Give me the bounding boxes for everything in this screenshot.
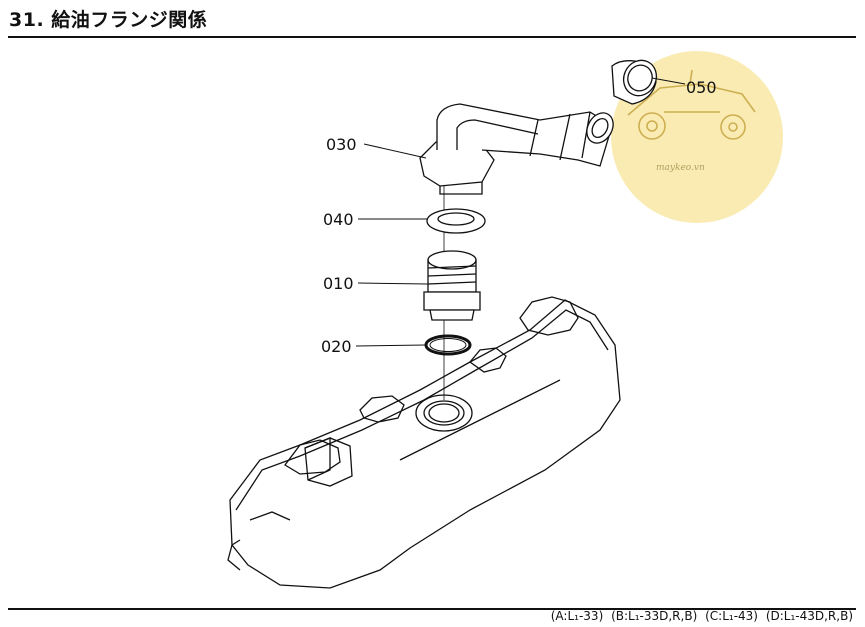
leader-lines	[355, 77, 686, 347]
page-title: 31. 給油フランジ関係	[9, 9, 208, 31]
part-label-020: 020	[321, 337, 352, 356]
footer-divider	[8, 608, 856, 610]
part-020-o-ring	[424, 334, 472, 356]
part-040-washer	[426, 208, 486, 234]
part-label-050: 050	[686, 78, 717, 97]
part-050-cap	[611, 59, 658, 105]
head-cover	[227, 296, 621, 589]
model-d: (D:L₁-43D,R,B)	[765, 609, 853, 623]
part-010-adapter	[423, 250, 481, 321]
part-label-010: 010	[323, 274, 354, 293]
watermark-logo: maykeo.vn	[611, 51, 783, 223]
model-c: (C:L₁-43)	[705, 609, 758, 623]
header-divider	[8, 36, 856, 38]
model-b: (B:L₁-33D,R,B)	[611, 609, 698, 623]
oil-fill-port	[415, 394, 473, 432]
model-a: (A:L₁-33)	[550, 609, 604, 623]
part-label-030: 030	[326, 135, 357, 154]
model-applicability: (A:L₁-33) (B:L₁-33D,R,B) (C:L₁-43) (D:L₁…	[547, 609, 853, 623]
watermark-text: maykeo.vn	[656, 163, 705, 173]
part-030-elbow-flange	[419, 103, 614, 195]
part-label-040: 040	[323, 210, 354, 229]
